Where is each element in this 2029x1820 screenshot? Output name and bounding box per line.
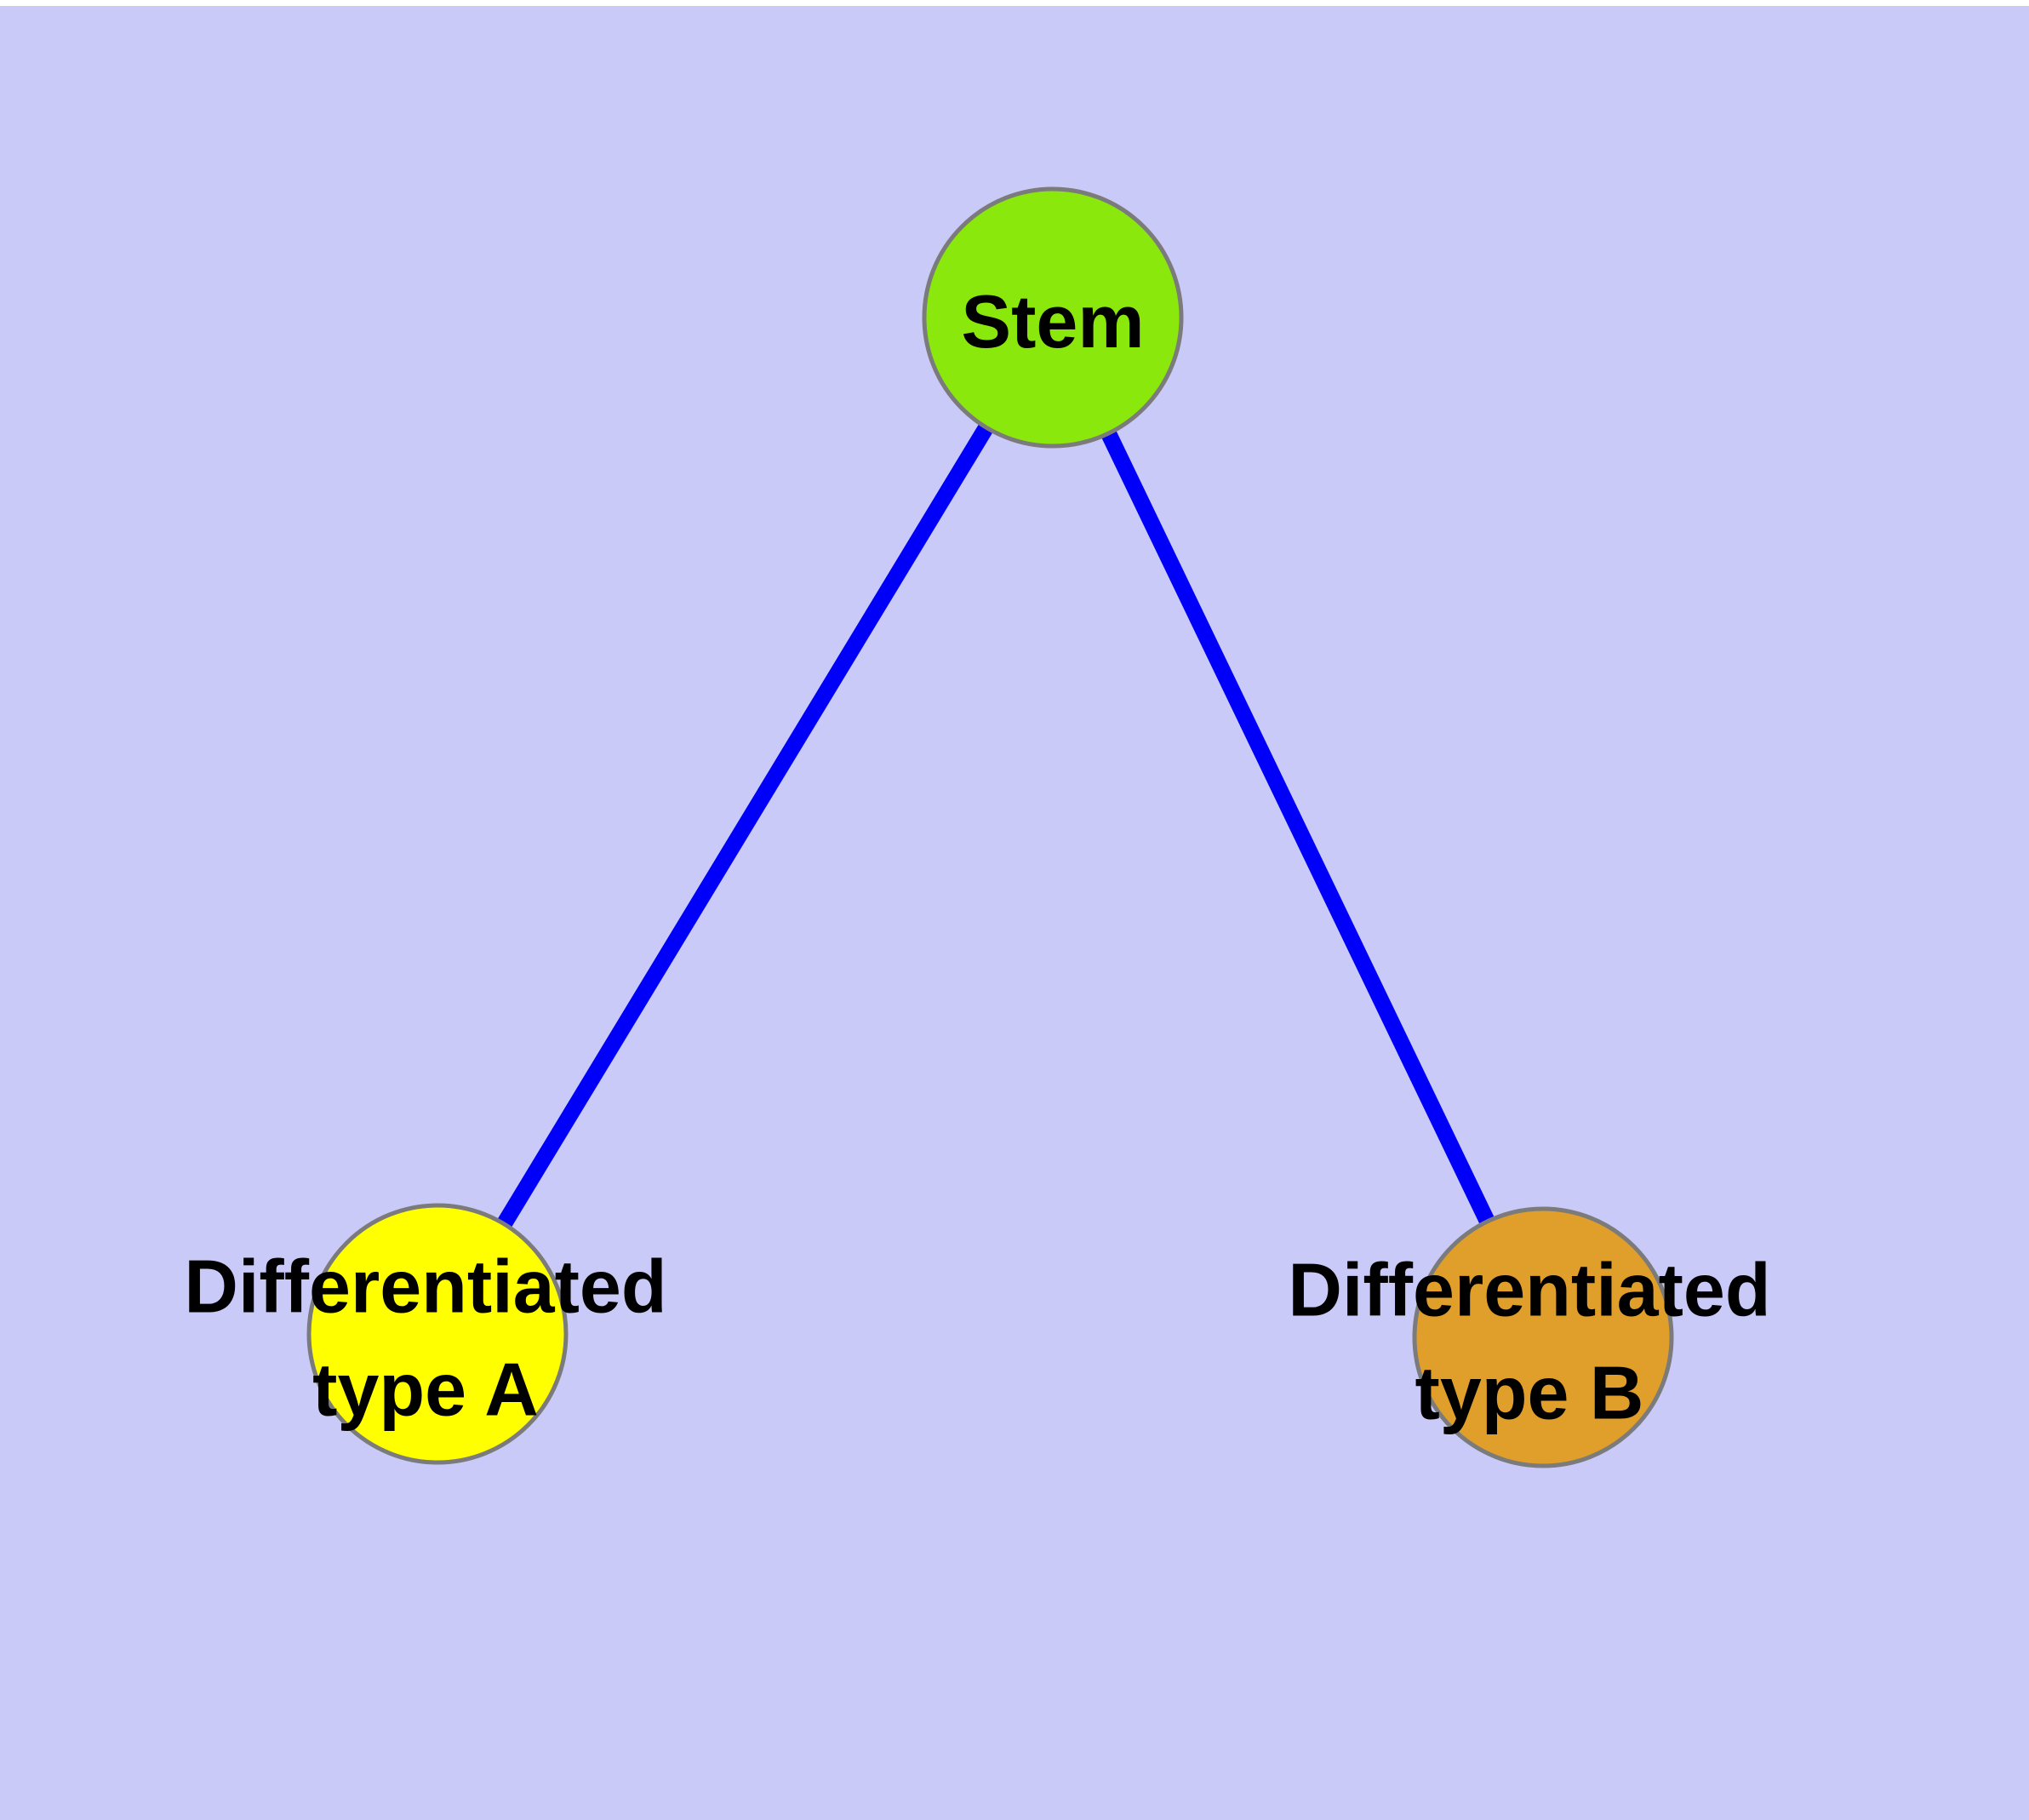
node-stem-label: Stem [961, 279, 1144, 363]
node-differentiated-type-a-label-line: Differentiated [184, 1245, 666, 1329]
edge-stem-to-differentiated-type-a [430, 313, 1060, 1338]
node-differentiated-type-b-label: Differentiated type B [1288, 1248, 1770, 1435]
node-differentiated-type-b-label-line: Differentiated [1288, 1248, 1770, 1332]
node-differentiated-type-b-label-line: type B [1415, 1351, 1644, 1435]
node-stem-circle [922, 186, 1184, 449]
node-stem-label-line: Stem [961, 279, 1144, 363]
node-differentiated-type-a-label-line: type A [312, 1348, 539, 1432]
node-differentiated-type-a-circle [306, 1203, 569, 1465]
node-differentiated-type-b-circle [1412, 1206, 1674, 1468]
edge-stem-to-differentiated-type-b [1045, 313, 1551, 1342]
node-layer [306, 186, 1674, 1468]
node-differentiated-type-a-label: Differentiated type A [184, 1245, 666, 1432]
edge-layer [430, 313, 1551, 1342]
